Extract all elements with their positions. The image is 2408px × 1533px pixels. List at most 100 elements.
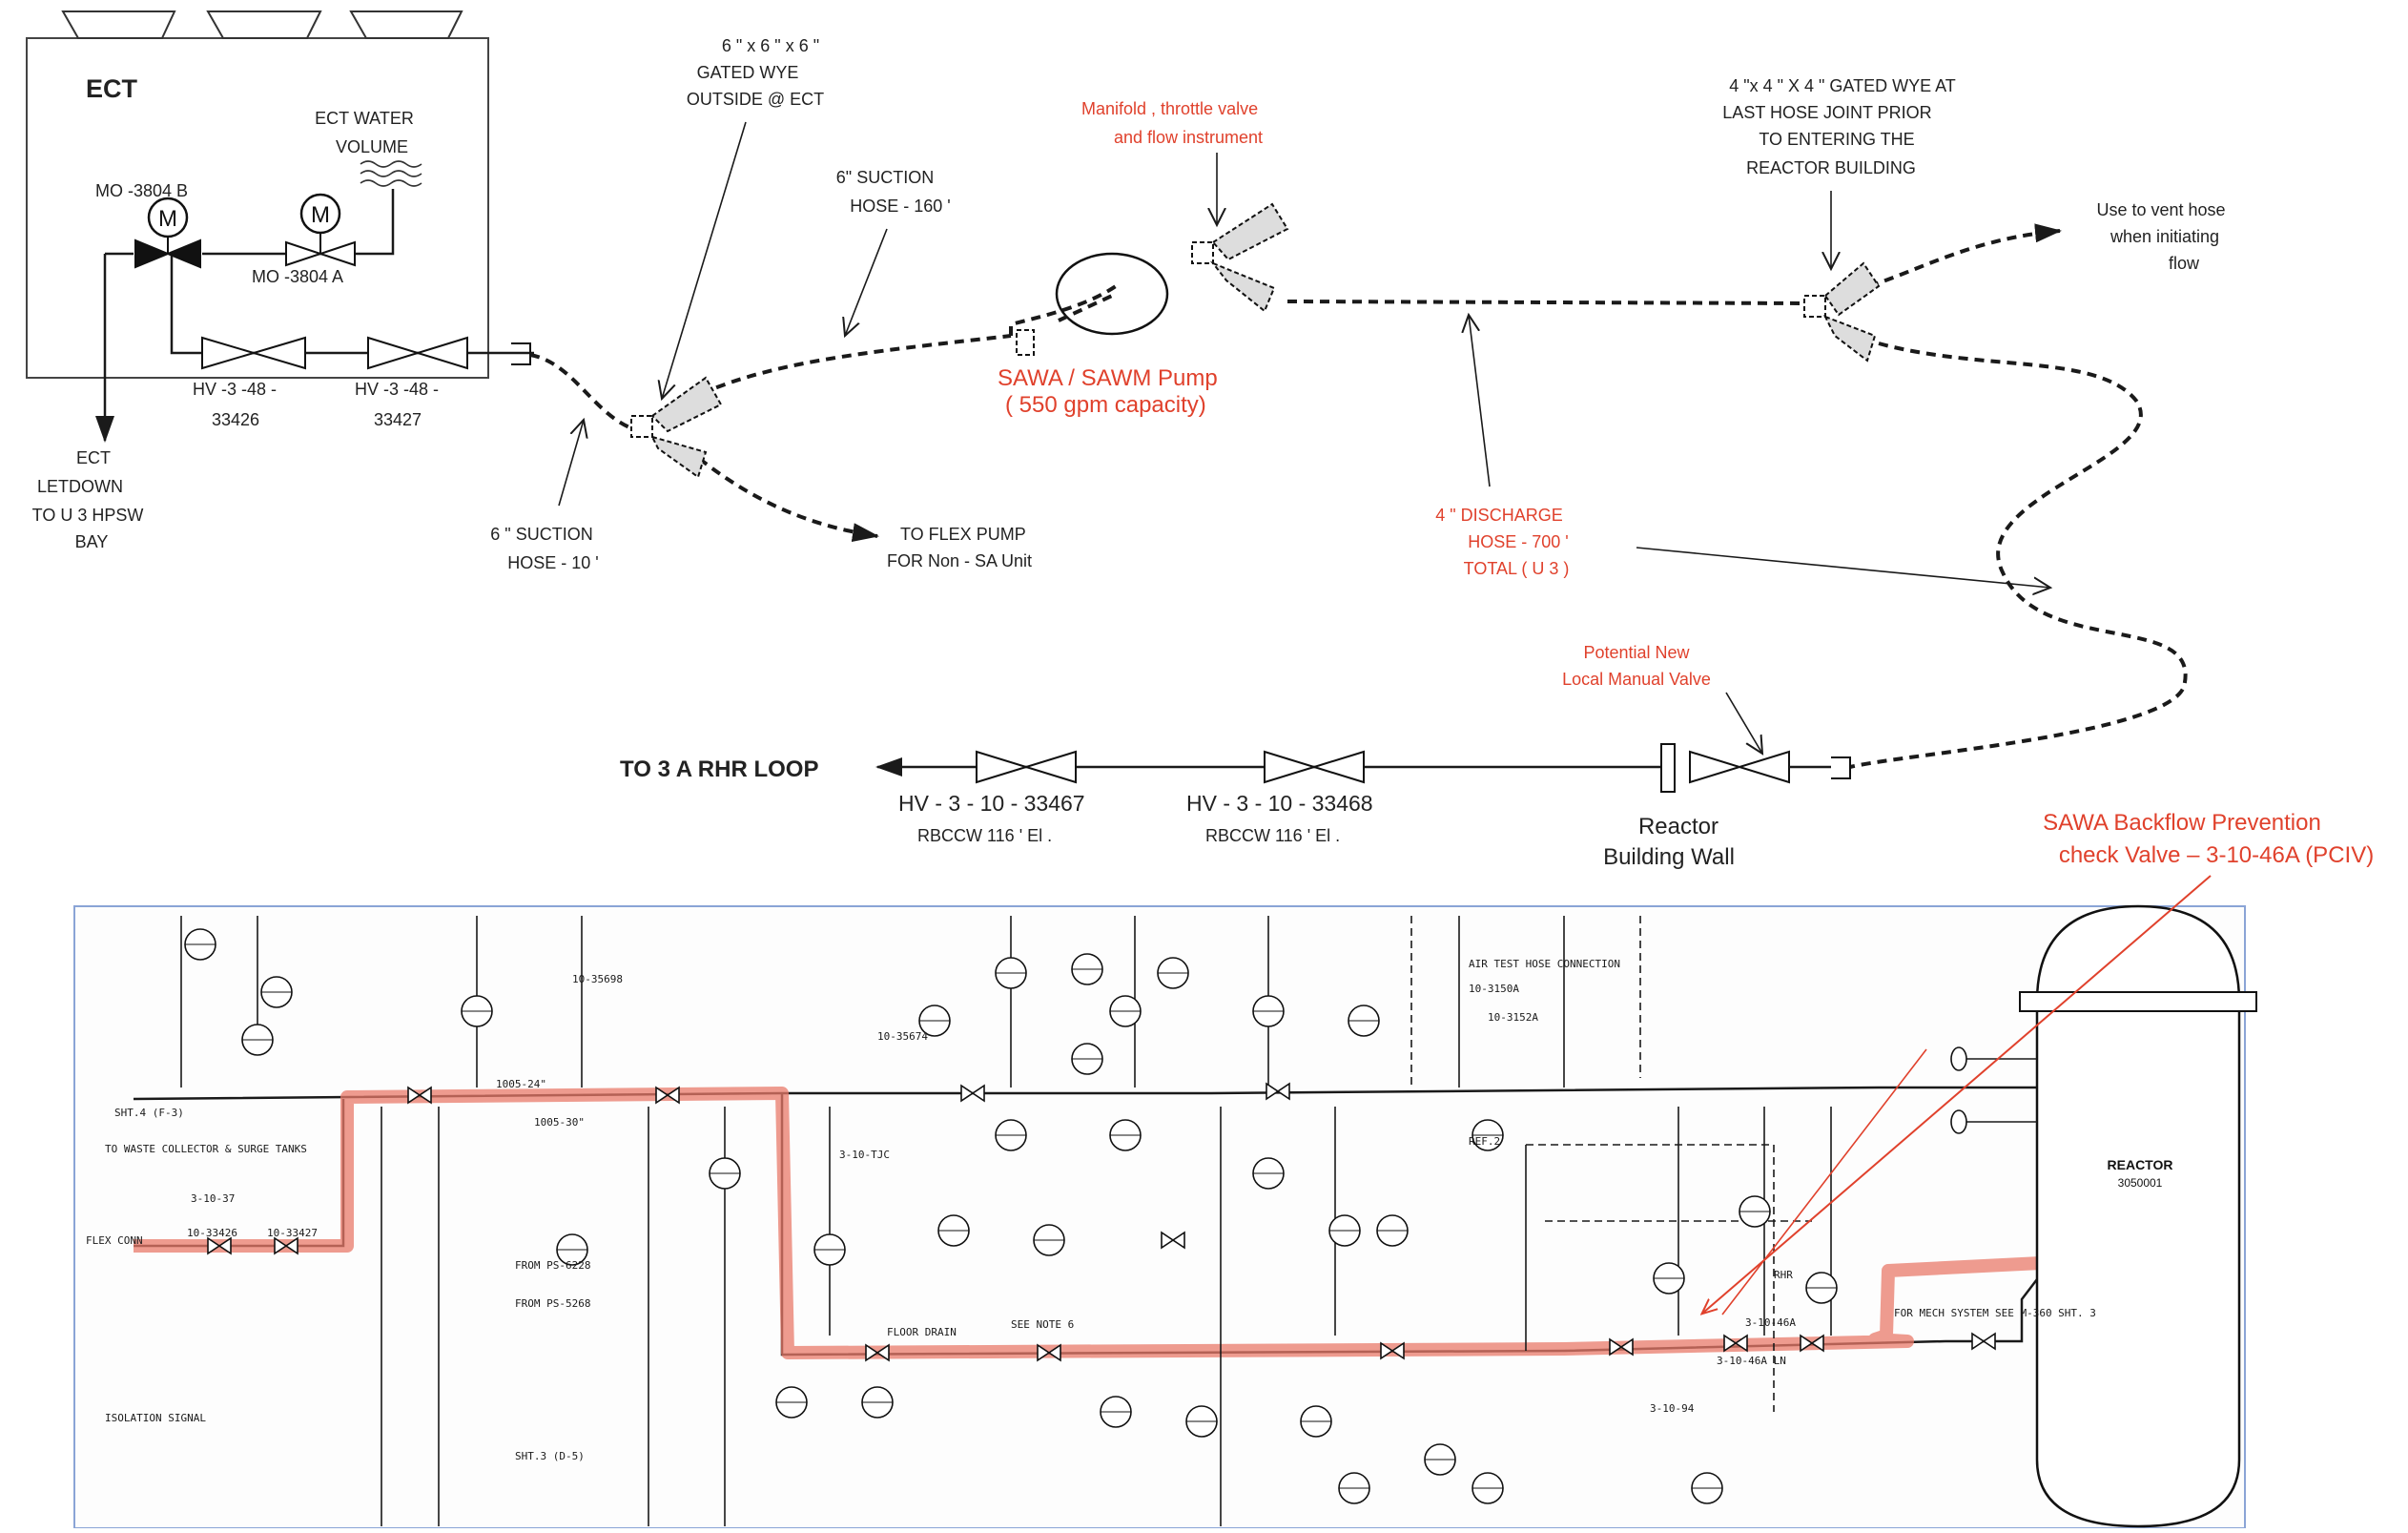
rhr-injection-line: TO 3 A RHR LOOP HV - 3 - 10 - 33467 HV -… xyxy=(620,744,2374,870)
ect-suction-riser xyxy=(172,324,202,353)
vent-hose xyxy=(1869,231,2060,286)
pid-tag-label: 3-10-94 xyxy=(1650,1402,1695,1415)
hv-33467-label: HV - 3 - 10 - 33467 xyxy=(898,791,1085,816)
pid-tag-label: RHR xyxy=(1774,1269,1793,1281)
discharge-line1: 4 " DISCHARGE xyxy=(1435,506,1562,525)
flex-pump-line2: FOR Non - SA Unit xyxy=(887,551,1032,570)
valve-mo-3804b[interactable]: M xyxy=(135,198,200,267)
pid-tag-label: FLOOR DRAIN xyxy=(887,1326,957,1338)
arrow-discharge-hose xyxy=(1469,315,1490,487)
manifold-wye[interactable] xyxy=(1192,204,1287,311)
gated-wye-outside-ect[interactable] xyxy=(631,378,721,477)
fan-shroud-3 xyxy=(351,11,462,38)
pump-line2: ( 550 gpm capacity) xyxy=(1005,392,1206,418)
pid-tag-label: FLEX CONN xyxy=(86,1234,143,1247)
hv-33468-label: HV - 3 - 10 - 33468 xyxy=(1186,791,1373,816)
pump-line1: SAWA / SAWM Pump xyxy=(998,365,1218,391)
potential-valve-line1: Potential New xyxy=(1583,643,1690,662)
arrow-suction-10 xyxy=(559,420,584,506)
pid-frame xyxy=(74,906,2245,1528)
pid-tag-label: ISOLATION SIGNAL xyxy=(105,1412,206,1424)
hose-to-flex-pump xyxy=(687,448,877,536)
backflow-line2: check Valve – 3-10-46A (PCIV) xyxy=(2059,842,2374,868)
arrow-potential-valve xyxy=(1726,693,1762,754)
valve-potential-local-manual[interactable] xyxy=(1690,752,1789,782)
wye-last-line2: LAST HOSE JOINT PRIOR xyxy=(1722,103,1931,122)
rhr-loop-label: TO 3 A RHR LOOP xyxy=(620,756,818,782)
arrow-suction-160 xyxy=(845,229,887,336)
pid-tag-label: FROM PS-6228 xyxy=(515,1259,590,1272)
discharge-line2: HOSE - 700 ' xyxy=(1468,532,1568,551)
pid-tag-label: 10-35674 xyxy=(877,1030,928,1043)
suction-hose-10ft xyxy=(530,355,629,427)
pid-tag-label: 3-10-46A xyxy=(1745,1316,1796,1329)
flex-pump-line1: TO FLEX PUMP xyxy=(900,525,1026,544)
hv-33427-number: 33427 xyxy=(374,410,422,429)
ect-water-volume-line2: VOLUME xyxy=(336,137,408,156)
pid-tag-label: 3-10-TJC xyxy=(839,1149,890,1161)
pid-tag-label: 3-10-46A LN xyxy=(1717,1355,1786,1367)
reactor-label-line1: REACTOR xyxy=(2108,1157,2173,1172)
hose-routing xyxy=(530,204,2186,767)
hv-33426-number: 33426 xyxy=(212,410,259,429)
pid-tag-label: 1005-24" xyxy=(496,1078,546,1090)
pid-tag-label: 3-10-37 xyxy=(191,1192,235,1205)
ect-header-pipe xyxy=(202,189,393,254)
ect-title: ECT xyxy=(86,74,138,103)
discharge-hose-main xyxy=(1287,301,1812,303)
reactor-wall-line1: Reactor xyxy=(1638,814,1719,839)
wye-outside-line2: GATED WYE xyxy=(697,63,799,82)
pid-tag-label: 10-3150A xyxy=(1469,983,1519,995)
pump-inlet-fitting xyxy=(1017,330,1034,355)
vent-line1: Use to vent hose xyxy=(2096,200,2225,219)
pid-tag-label: REF.2 xyxy=(1469,1135,1500,1148)
pid-tag-label: FOR MECH SYSTEM SEE M-360 SHT. 3 xyxy=(1894,1307,2096,1319)
motor-b-symbol: M xyxy=(158,206,177,232)
pid-tag-label: AIR TEST HOSE CONNECTION xyxy=(1469,958,1620,970)
suction-10-line1: 6 " SUCTION xyxy=(490,525,592,544)
suction-160-line1: 6" SUCTION xyxy=(836,168,934,187)
manifold-line2: and flow instrument xyxy=(1114,128,1263,147)
vent-line3: flow xyxy=(2169,254,2200,273)
callout-arrows xyxy=(559,122,2050,754)
hose-to-manifold xyxy=(1011,286,1116,336)
callout-labels: 6 " x 6 " x 6 " GATED WYE OUTSIDE @ ECT … xyxy=(490,36,2225,689)
potential-valve-line2: Local Manual Valve xyxy=(1562,670,1711,689)
valve-hv-3-48-33426[interactable] xyxy=(202,338,305,368)
backflow-line1: SAWA Backflow Prevention xyxy=(2043,810,2321,836)
pid-tag-label: SEE NOTE 6 xyxy=(1011,1318,1074,1331)
gated-wye-last-joint[interactable] xyxy=(1804,263,1879,361)
letdown-line1: ECT xyxy=(76,448,111,467)
manifold-line1: Manifold , throttle valve xyxy=(1081,99,1258,118)
arrow-discharge-total xyxy=(1636,548,2050,588)
discharge-hose-loop xyxy=(1850,343,2186,767)
valve-mo-3804a[interactable]: M xyxy=(286,195,355,265)
rbccw-1-label: RBCCW 116 ' El . xyxy=(917,826,1052,845)
discharge-line3: TOTAL ( U 3 ) xyxy=(1464,559,1570,578)
reactor-wall-line2: Building Wall xyxy=(1603,844,1735,870)
pid-tag-label: 10-33426 xyxy=(187,1227,237,1239)
wye-last-line3: TO ENTERING THE xyxy=(1759,130,1914,149)
valve-hv-3-10-33468[interactable] xyxy=(1265,752,1364,782)
motor-a-symbol: M xyxy=(311,202,330,228)
letdown-line3: TO U 3 HPSW xyxy=(32,506,144,525)
mo-3804a-label: MO -3804 A xyxy=(252,267,343,286)
suction-hose-160ft xyxy=(687,336,1011,401)
pid-tag-label: SHT.4 (F-3) xyxy=(114,1107,184,1119)
valve-hv-3-48-33427[interactable] xyxy=(368,338,467,368)
water-wave-icon xyxy=(360,161,422,186)
wye-last-line4: REACTOR BUILDING xyxy=(1746,158,1916,177)
arrow-wye-outside xyxy=(662,122,746,399)
sawa-pump-symbol[interactable] xyxy=(1057,254,1167,334)
valve-hv-3-10-33467[interactable] xyxy=(977,752,1076,782)
suction-160-line2: HOSE - 160 ' xyxy=(850,197,950,216)
rbccw-2-label: RBCCW 116 ' El . xyxy=(1205,826,1340,845)
vent-line2: when initiating xyxy=(2110,227,2219,246)
fan-shroud-1 xyxy=(63,11,175,38)
wye-last-line1: 4 "x 4 " X 4 " GATED WYE AT xyxy=(1729,76,1956,95)
pid-tag-label: TO WASTE COLLECTOR & SURGE TANKS xyxy=(105,1143,307,1155)
wye-outside-line1: 6 " x 6 " x 6 " xyxy=(722,36,819,55)
